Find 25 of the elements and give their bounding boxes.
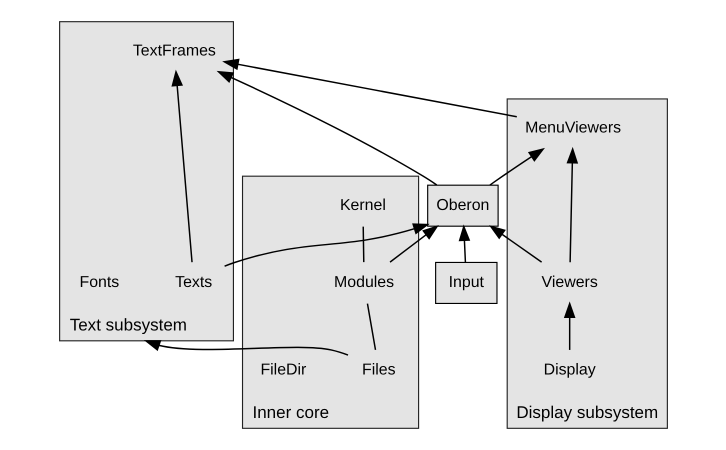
node-text: Files [362, 362, 396, 379]
node-text: Display [543, 362, 596, 379]
node-text: Fonts [79, 274, 119, 292]
node-text: TextFrames [132, 42, 216, 60]
arrow [224, 223, 430, 267]
node-text: MenuViewers [524, 120, 621, 137]
arrow [170, 70, 192, 262]
arrow [566, 146, 578, 262]
arrow [488, 148, 544, 186]
arrow [389, 225, 438, 263]
arrow [216, 70, 437, 186]
node-box: Oberon [426, 184, 498, 227]
node-text: Modules [334, 274, 394, 292]
connector [366, 304, 376, 350]
arrow [222, 58, 516, 118]
node-text: Kernel [339, 196, 386, 214]
node-text: Texts [174, 274, 212, 292]
node-text: Viewers [541, 274, 598, 292]
arrow [488, 225, 542, 263]
arrow [563, 301, 575, 350]
arrow [143, 340, 348, 356]
arrow [458, 224, 470, 262]
node-text: FileDir [260, 362, 306, 379]
connector [362, 226, 364, 262]
node-box: Input [434, 262, 498, 304]
